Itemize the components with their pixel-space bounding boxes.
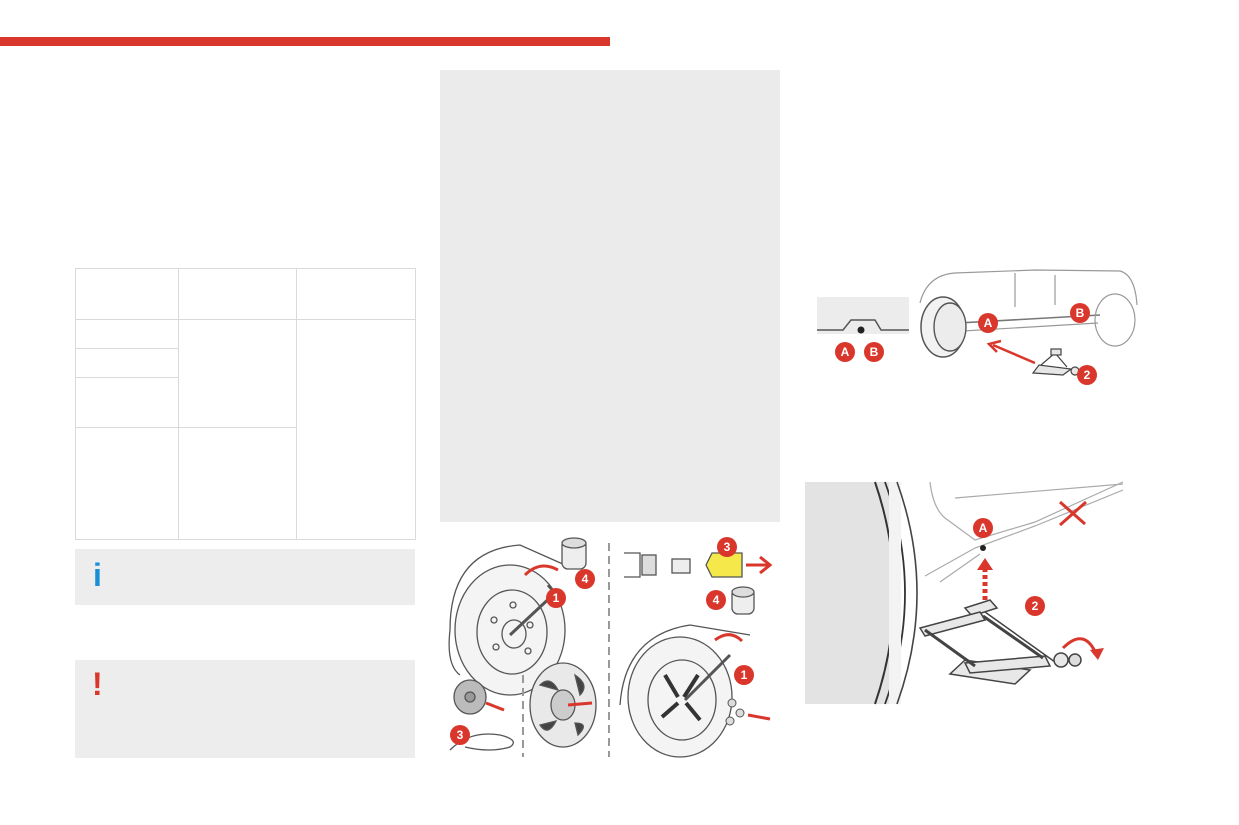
- svg-text:B: B: [870, 345, 879, 359]
- badge-step-3b: 3: [717, 537, 737, 557]
- svg-text:A: A: [979, 521, 988, 535]
- socket-piece-drawing: [561, 537, 587, 570]
- badge-point-b-detail: B: [864, 342, 884, 362]
- info-icon: i: [93, 557, 102, 593]
- svg-text:1: 1: [741, 668, 748, 682]
- badge-point-a-detail: A: [835, 342, 855, 362]
- insert-arrow-icon: [986, 339, 1036, 365]
- van-side-drawing: [919, 269, 1138, 358]
- badge-step-1a: 1: [546, 588, 566, 608]
- crank-rotate-arrowhead: [1090, 648, 1104, 660]
- svg-text:2: 2: [1084, 368, 1091, 382]
- badge-step-2: 2: [1025, 596, 1045, 616]
- jack-point-a-marker: [980, 545, 986, 551]
- svg-text:2: 2: [1032, 599, 1039, 613]
- badge-point-a: A: [978, 313, 998, 333]
- badge-point-b: B: [1070, 303, 1090, 323]
- svg-text:B: B: [1076, 306, 1085, 320]
- alloy-wheel-drawing: [619, 624, 751, 758]
- info-box: i: [75, 549, 415, 605]
- hub-cap-drawing: [453, 679, 487, 715]
- badge-step-3a: 3: [450, 725, 470, 745]
- pull-arrow-icon: [485, 701, 505, 712]
- content-panel: [440, 70, 780, 522]
- svg-text:4: 4: [713, 593, 720, 607]
- badge-step-4a: 4: [575, 569, 595, 589]
- jack-points-illustration: A B A B 2: [817, 269, 1138, 385]
- badge-step-4b: 4: [706, 590, 726, 610]
- svg-text:4: 4: [582, 572, 589, 586]
- wheel-removal-illustration: 1 4 3 3 4 1: [448, 537, 773, 758]
- wheel-trim-drawing: [529, 662, 597, 748]
- svg-text:3: 3: [724, 540, 731, 554]
- hook-tool-drawing: [449, 733, 514, 751]
- spec-table: [75, 268, 416, 540]
- sill-detail-drawing: [817, 297, 909, 334]
- warning-box: !: [75, 660, 415, 758]
- extract-arrow-icon: [746, 555, 773, 575]
- remove-arrow-icon: [747, 713, 771, 721]
- svg-text:A: A: [984, 316, 993, 330]
- badge-step-2: 2: [1077, 365, 1097, 385]
- cross-icon: [1059, 500, 1087, 527]
- lift-arrow-icon: [977, 558, 993, 600]
- header-accent-bar: [0, 37, 610, 46]
- warning-icon: !: [92, 666, 103, 702]
- svg-text:3: 3: [457, 728, 464, 742]
- wheel-bolts-drawing: [725, 698, 745, 726]
- anti-theft-bolt-drawing: [624, 552, 743, 578]
- badge-step-1b: 1: [734, 665, 754, 685]
- rotate-arrow-icon-2: [714, 633, 744, 643]
- badge-point-a: A: [973, 518, 993, 538]
- jack-small-drawing: [1031, 348, 1080, 376]
- jack-positioning-illustration: A 2: [805, 481, 1124, 705]
- scissor-jack-drawing: [918, 599, 1082, 685]
- rotate-arrow-icon: [523, 564, 559, 577]
- body-sill-drawing: [924, 481, 1124, 583]
- bolt-socket-drawing: [731, 586, 755, 615]
- pull-arrow-icon-2: [567, 701, 593, 707]
- tyre-closeup-drawing: [805, 481, 918, 705]
- svg-text:A: A: [841, 345, 850, 359]
- svg-text:1: 1: [553, 591, 560, 605]
- crank-rotate-icon: [1061, 637, 1099, 657]
